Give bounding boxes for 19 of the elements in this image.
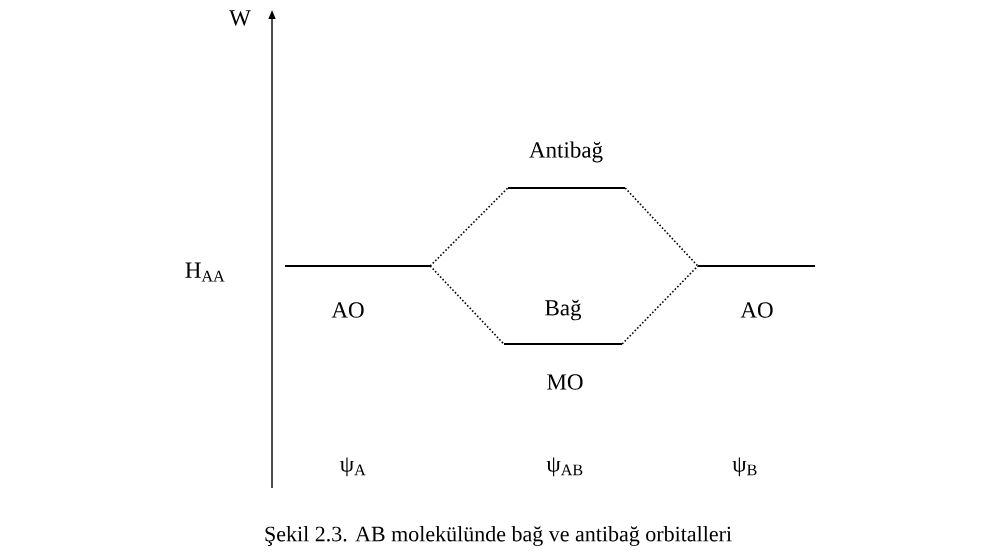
energy-level-line xyxy=(508,186,625,190)
wavefunction-label: ψ$_{A}$ xyxy=(340,457,366,477)
energy-level-line xyxy=(285,264,430,268)
caption: Şekil 2.3. AB molekülünde bağ ve antibağ orbitalleri xyxy=(265,526,732,546)
level-label: AO xyxy=(740,302,773,318)
dotted-connector xyxy=(429,187,509,267)
wavefunction-label: ψ$_{AB}$ xyxy=(546,457,583,477)
wavefunction-label: ψ$_{B}$ xyxy=(732,457,757,477)
energy-level-line xyxy=(698,264,815,268)
level-label: H$_{AA}$ xyxy=(185,262,225,282)
dotted-connector xyxy=(624,187,699,267)
level-label: Antibağ xyxy=(529,141,603,163)
group-label: MO xyxy=(547,374,583,390)
dotted-connector xyxy=(621,265,699,345)
level-label: AO xyxy=(331,302,364,318)
level-label: Bağ xyxy=(545,299,582,321)
dotted-connector xyxy=(429,265,505,345)
energy-level-line xyxy=(504,342,622,346)
axis-label: W xyxy=(229,10,251,26)
